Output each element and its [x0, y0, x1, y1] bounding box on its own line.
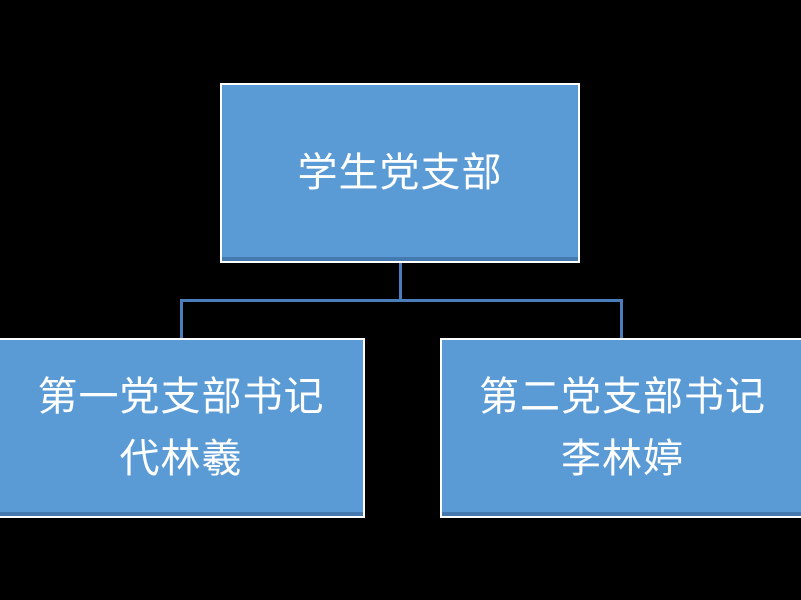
org-node-branch-1-role: 第一党支部书记: [37, 374, 325, 419]
org-node-branch-2-role: 第二党支部书记: [479, 374, 766, 419]
org-node-branch-1-person: 代林羲: [119, 436, 243, 481]
org-node-root: 学生党支部: [220, 83, 580, 263]
org-node-root-label: 学生党支部: [297, 150, 503, 195]
org-node-branch-2-person: 李林婷: [561, 436, 684, 481]
org-node-branch-2-text: 第二党支部书记 李林婷: [479, 366, 766, 490]
connector-horizontal: [180, 299, 623, 302]
org-node-branch-1-text: 第一党支部书记 代林羲: [38, 366, 325, 490]
connector-root-stem: [399, 261, 402, 302]
org-node-branch-1: 第一党支部书记 代林羲: [0, 338, 365, 518]
connector-drop-right: [620, 299, 623, 340]
connector-drop-left: [180, 299, 183, 340]
org-node-branch-2: 第二党支部书记 李林婷: [440, 338, 801, 518]
